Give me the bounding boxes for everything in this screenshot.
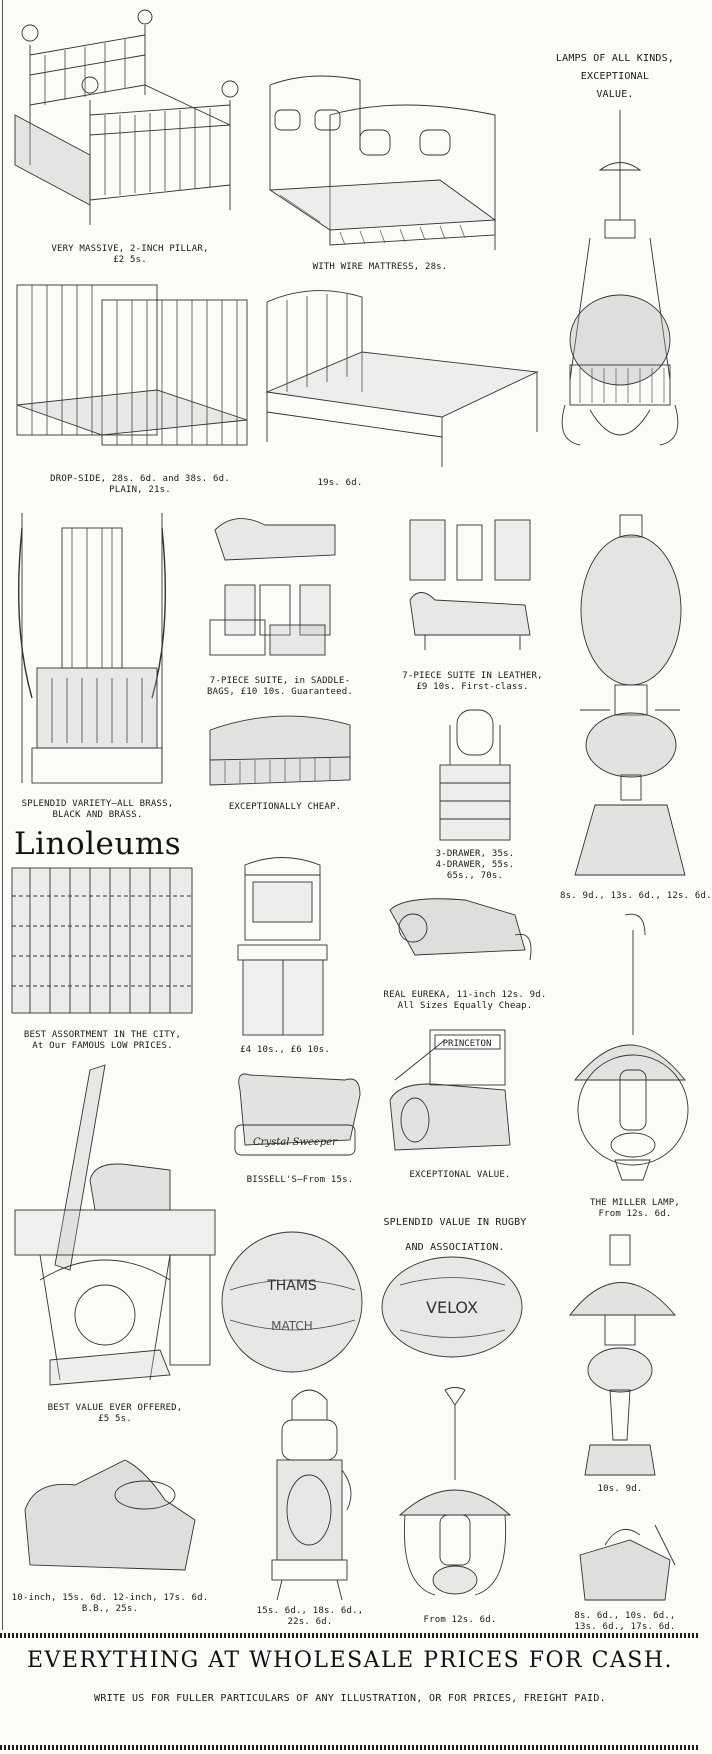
hanging-lamp-illustration — [550, 110, 690, 470]
caption-dresser: 3-DRAWER, 35s. 4-DRAWER, 55s. 65s., 70s. — [435, 849, 515, 881]
caption-eureka: REAL EUREKA, 11-inch 12s. 9d. All Sizes … — [383, 990, 547, 1011]
sweeper-label: Crystal Sweeper — [253, 1137, 338, 1148]
velox-label: VELOX — [426, 1298, 478, 1317]
caption-cot-dropside: DROP-SIDE, 28s. 6d. and 38s. 6d. PLAIN, … — [50, 474, 230, 495]
linoleums-title: Linoleums — [14, 826, 182, 862]
caption-sideboard: £4 10s., £6 10s. — [240, 1045, 330, 1055]
suite-leather-illustration — [405, 510, 540, 665]
wringer-label: PRINCETON — [443, 1039, 492, 1049]
small-table-lamp-illustration — [565, 1230, 680, 1485]
sewing-machine-illustration — [10, 1060, 220, 1400]
caption-couch: EXCEPTIONALLY CHEAP. — [228, 802, 342, 812]
caption-lamps-heading: LAMPS OF ALL KINDS, EXCEPTIONAL VALUE. — [555, 53, 675, 100]
wringer-machine-illustration: PRINCETON — [385, 1020, 515, 1160]
caption-lamp-small: 10s. 9d. — [597, 1484, 643, 1494]
caption-wringer: EXCEPTIONAL VALUE. — [409, 1170, 511, 1180]
sideboard-illustration — [235, 850, 330, 1040]
bed-wire-mattress-illustration — [260, 70, 500, 255]
caption-cot-brass: SPLENDID VARIETY—ALL BRASS, BLACK AND BR… — [21, 799, 174, 820]
football-rugby-illustration: THAMS MATCH — [220, 1230, 365, 1375]
caption-bed-plain: 19s. 6d. — [317, 478, 363, 488]
caption-bed-wire: WITH WIRE MATTRESS, 28s. — [312, 262, 448, 272]
caption-footballs: SPLENDID VALUE IN RUGBY AND ASSOCIATION. — [383, 1217, 527, 1253]
caption-bath: 10-inch, 15s. 6d. 12-inch, 17s. 6d. B.B.… — [11, 1593, 209, 1614]
caption-lamp-hanging: From 12s. 6d. — [423, 1615, 497, 1625]
table-lamp-illustration — [565, 510, 695, 885]
caption-stove: 15s. 6d., 18s. 6d., 22s. 6d. — [256, 1606, 364, 1627]
carpet-sweeper-illustration: Crystal Sweeper — [225, 1065, 370, 1165]
brass-bed-pillar-illustration — [10, 5, 250, 230]
coal-scuttle-illustration — [570, 1520, 680, 1605]
couch-illustration — [205, 705, 355, 790]
caption-suite-saddlebags: 7-PIECE SUITE, in SADDLE- BAGS, £10 10s.… — [206, 676, 354, 697]
caption-lamp-table: 8s. 9d., 13s. 6d., 12s. 6d. — [560, 891, 712, 901]
footer-subline: WRITE US FOR FULLER PARTICULARS OF ANY I… — [94, 1693, 606, 1704]
caption-bissell: BISSELL'S—From 15s. — [246, 1175, 354, 1185]
brass-cot-canopy-illustration — [12, 508, 177, 788]
ball-label-top: THAMS — [266, 1278, 317, 1294]
caption-miller-lamp: THE MILLER LAMP, From 12s. 6d. — [590, 1198, 680, 1219]
footer-rule-top — [0, 1633, 700, 1638]
miller-hanging-lamp-illustration — [570, 910, 690, 1195]
caption-suite-leather: 7-PIECE SUITE IN LEATHER, £9 10s. First-… — [402, 671, 543, 692]
football-association-illustration: VELOX — [380, 1255, 525, 1360]
suite-saddlebags-illustration — [205, 510, 355, 670]
caption-sewing-machine: BEST VALUE EVER OFFERED, £5 5s. — [47, 1403, 183, 1424]
caption-scuttle: 8s. 6d., 10s. 6d., 13s. 6d., 17s. 6d. — [574, 1611, 676, 1632]
footer-headline: EVERYTHING AT WHOLESALE PRICES FOR CASH. — [26, 1648, 674, 1673]
bath-tub-illustration — [15, 1450, 200, 1580]
footer-rule-bottom — [0, 1745, 700, 1750]
dressing-table-illustration — [435, 705, 515, 845]
plain-iron-bed-illustration — [262, 282, 542, 472]
caption-linoleums: BEST ASSORTMENT IN THE CITY, At Our FAMO… — [23, 1030, 182, 1051]
eureka-mincer-illustration — [385, 890, 540, 970]
stove-illustration — [262, 1380, 357, 1605]
drop-side-cot-illustration — [12, 275, 252, 465]
caption-bed-pillar: VERY MASSIVE, 2-INCH PILLAR, £2 5s. — [51, 244, 209, 265]
hanging-lamp-lower-illustration — [395, 1385, 515, 1615]
linoleum-rolls-illustration — [10, 866, 195, 1016]
page-border — [2, 0, 3, 1630]
ball-label-bottom: MATCH — [271, 1319, 313, 1333]
